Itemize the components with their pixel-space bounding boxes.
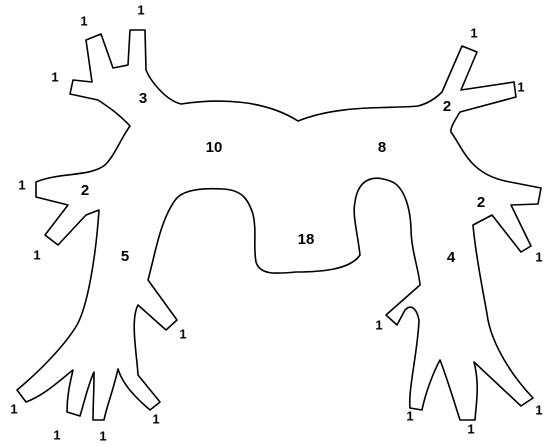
label-leaf-l-foot-4: 1 <box>152 411 159 426</box>
label-region-right-upper-hub: 2 <box>443 98 451 115</box>
label-leaf-l-foot-1: 1 <box>10 401 17 416</box>
label-leaf-l-mid-low: 1 <box>33 247 40 262</box>
label-leaf-tl-upper: 1 <box>80 13 87 28</box>
label-leaf-tr-side: 1 <box>517 79 524 94</box>
label-leaf-l-foot-3: 1 <box>99 428 106 443</box>
label-region-center: 18 <box>298 231 315 248</box>
label-leaf-r-foot-1: 1 <box>406 408 413 423</box>
label-leaf-r-foot-3: 1 <box>535 402 542 417</box>
label-region-left-lower-hub: 5 <box>121 248 129 265</box>
label-region-left-mid-hub: 2 <box>81 182 89 199</box>
label-leaf-r-arm-spur: 1 <box>375 317 382 332</box>
label-leaf-tl-side: 1 <box>51 69 58 84</box>
label-region-left-upper-hub: 3 <box>139 90 147 107</box>
shape-outer-outline <box>17 30 541 420</box>
label-region-right-mid-hub: 2 <box>477 194 485 211</box>
label-leaf-tl-top: 1 <box>137 2 144 17</box>
label-region-upper-left-body: 10 <box>206 139 223 156</box>
label-leaf-l-mid-side: 1 <box>18 177 25 192</box>
label-leaf-l-arm-spur: 1 <box>179 326 186 341</box>
label-region-upper-right-body: 8 <box>378 139 386 156</box>
label-leaf-r-mid-side: 1 <box>535 249 542 264</box>
label-leaf-r-foot-2: 1 <box>467 421 474 436</box>
label-leaf-l-foot-2: 1 <box>53 427 60 442</box>
label-leaf-tr-top: 1 <box>470 25 477 40</box>
label-region-right-lower-hub: 4 <box>447 249 456 266</box>
